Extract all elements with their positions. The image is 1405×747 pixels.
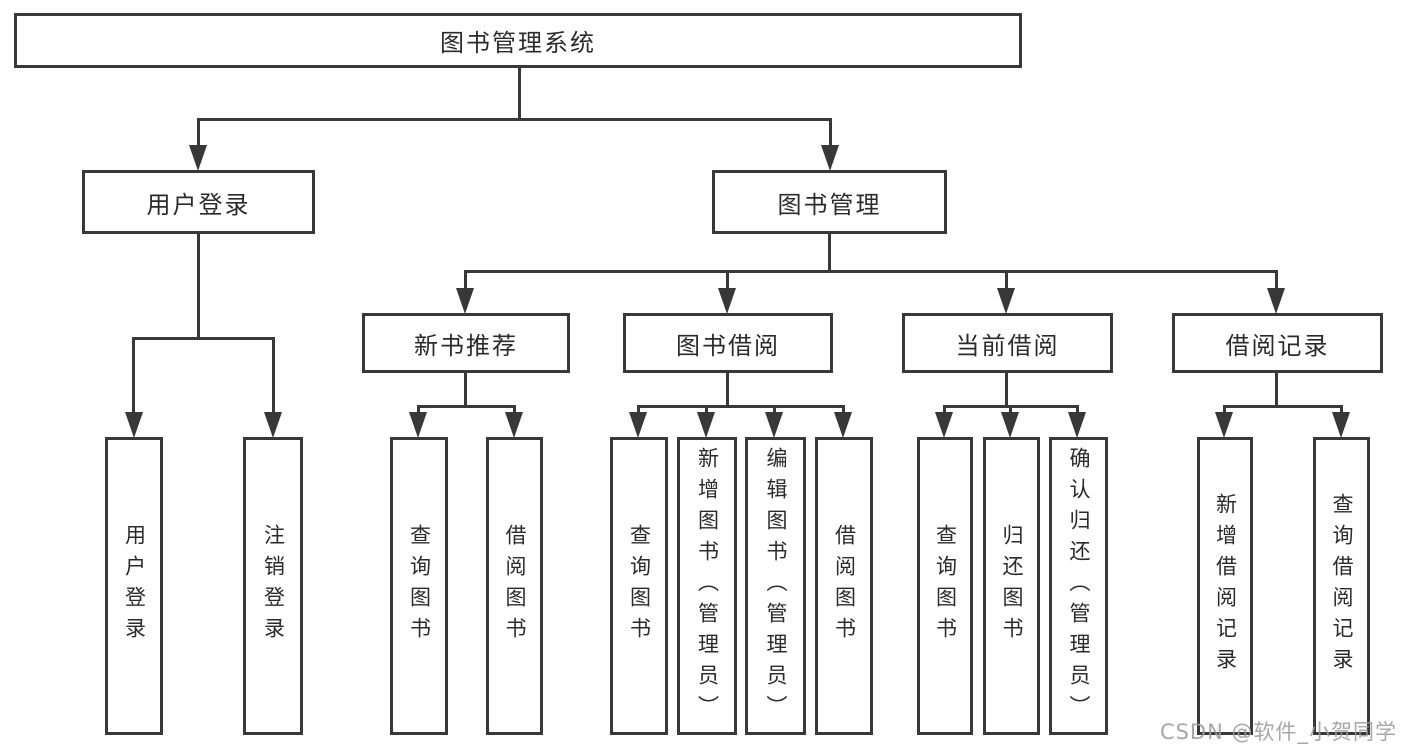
node-book-management-system: 图书管理系统: [14, 13, 1022, 68]
leaf-confirm-return-admin: 确认归还（管理员）: [1049, 437, 1108, 735]
leaf-add-books-admin: 新增图书（管理员）: [677, 437, 737, 735]
leaf-borrow-books-recommend: 借阅图书: [486, 437, 543, 735]
leaf-user-login: 用户登录: [105, 437, 163, 735]
leaf-query-borrow-record: 查询借阅记录: [1313, 437, 1370, 735]
leaf-query-books-borrowing: 查询图书: [610, 437, 668, 735]
node-current-borrowing: 当前借阅: [902, 313, 1113, 373]
node-new-book-recommend: 新书推荐: [362, 313, 570, 373]
leaf-query-books-current: 查询图书: [917, 437, 973, 735]
leaf-query-books-recommend: 查询图书: [390, 437, 448, 735]
leaf-borrow-books-borrowing: 借阅图书: [815, 437, 873, 735]
leaf-edit-books-admin: 编辑图书（管理员）: [745, 437, 806, 735]
leaf-logout: 注销登录: [243, 437, 303, 735]
leaf-return-books: 归还图书: [983, 437, 1040, 735]
node-user-login: 用户登录: [82, 170, 315, 234]
node-borrowing-records: 借阅记录: [1172, 313, 1383, 373]
node-book-borrowing: 图书借阅: [623, 313, 833, 373]
leaf-add-borrow-record: 新增借阅记录: [1197, 437, 1253, 735]
node-book-management: 图书管理: [712, 170, 947, 234]
csdn-watermark: CSDN @软件_小贺同学: [1159, 720, 1397, 744]
